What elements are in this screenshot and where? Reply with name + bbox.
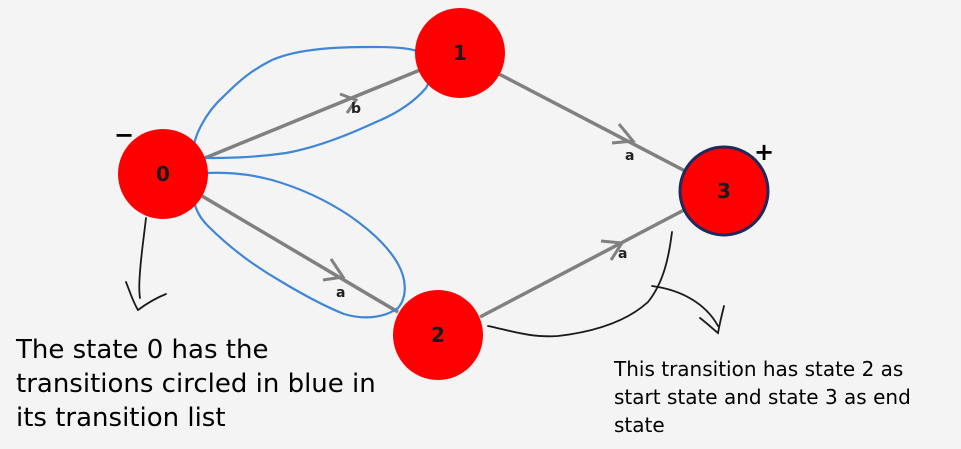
left-pointer-arrow bbox=[125, 217, 167, 312]
blue-loop-transition-b bbox=[192, 45, 433, 160]
transition-2-3-label: a bbox=[618, 246, 627, 262]
transition-0-1 bbox=[204, 68, 421, 160]
transition-note: This transition has state 2 as start sta… bbox=[614, 357, 911, 437]
transitions: b a a a bbox=[201, 68, 688, 319]
start-state-marker: − bbox=[114, 121, 134, 149]
state-0-label: 0 bbox=[156, 162, 170, 186]
transition-1-3 bbox=[498, 72, 688, 174]
state-1-label: 1 bbox=[453, 41, 467, 65]
state-3: 3 bbox=[678, 145, 770, 237]
state-3-label: 3 bbox=[717, 179, 731, 203]
final-state-marker: + bbox=[754, 138, 774, 166]
blue-annotation-loops bbox=[191, 45, 433, 319]
transition-0-2-arrowhead bbox=[322, 258, 346, 282]
state-1: 1 bbox=[415, 8, 505, 98]
transition-1-3-arrowhead bbox=[611, 123, 636, 145]
states: 0 − 1 2 3 + bbox=[114, 8, 774, 380]
state-2: 2 bbox=[393, 290, 483, 380]
transition-1-3-label: a bbox=[625, 148, 634, 164]
blue-loop-transition-a bbox=[191, 171, 406, 319]
transition-2-3-arrowhead bbox=[600, 239, 625, 261]
transition-0-1-arrowhead bbox=[339, 92, 359, 114]
transition-0-1-label: b bbox=[351, 101, 361, 117]
pen-annotations bbox=[125, 217, 725, 338]
state-0-note: The state 0 has the transitions circled … bbox=[16, 335, 376, 433]
transition-0-2 bbox=[201, 194, 399, 314]
state-2-label: 2 bbox=[431, 323, 445, 347]
transition-2-3 bbox=[479, 208, 685, 319]
state-0: 0 bbox=[118, 129, 208, 219]
right-pointer-arrow bbox=[487, 231, 725, 338]
transition-0-2-label: a bbox=[336, 285, 345, 301]
